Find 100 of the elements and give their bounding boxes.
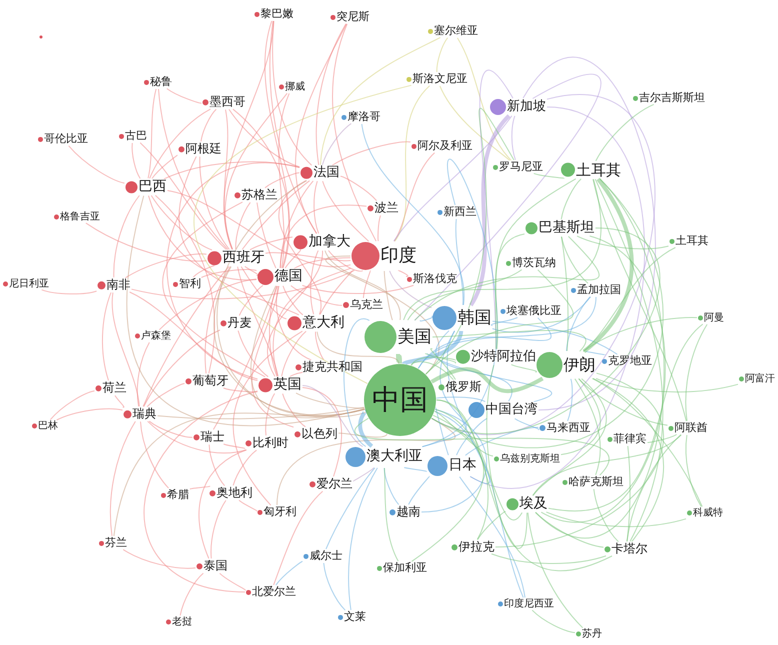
connection-line bbox=[332, 141, 411, 166]
country-label: 阿根廷 bbox=[186, 142, 222, 156]
connection-line bbox=[208, 444, 226, 486]
country-label: 哥伦比亚 bbox=[44, 132, 88, 146]
country-label: 以色列 bbox=[302, 427, 338, 441]
country-label: 吉尔吉斯斯坦 bbox=[639, 92, 705, 104]
connection-line bbox=[358, 410, 374, 448]
connection-line bbox=[296, 392, 365, 409]
connection-line bbox=[284, 249, 302, 269]
country-label: 德国 bbox=[274, 269, 302, 285]
connection-line bbox=[143, 330, 220, 407]
connection-line bbox=[407, 269, 522, 321]
connection-line bbox=[244, 266, 259, 276]
country-label: 中国台湾 bbox=[486, 402, 538, 418]
connection-line bbox=[273, 490, 324, 586]
connection-line bbox=[436, 400, 612, 571]
connection-line bbox=[302, 387, 342, 477]
country-label: 巴西 bbox=[138, 179, 166, 195]
connection-line bbox=[322, 123, 352, 166]
connection-line bbox=[533, 172, 564, 179]
country-label: 阿曼 bbox=[704, 312, 724, 324]
connection-line bbox=[114, 395, 124, 408]
connection-line bbox=[410, 361, 454, 380]
country-label: 加拿大 bbox=[308, 234, 350, 250]
connection-line bbox=[280, 180, 314, 268]
connection-line bbox=[199, 156, 230, 250]
country-label: 乌克兰 bbox=[350, 298, 383, 312]
connection-line bbox=[238, 500, 258, 512]
connection-line bbox=[242, 180, 310, 250]
country-label: 伊拉克 bbox=[458, 540, 494, 554]
connection-line bbox=[252, 286, 294, 428]
connection-line bbox=[136, 342, 150, 407]
connection-line bbox=[685, 434, 702, 508]
country-label: 澳大利亚 bbox=[366, 449, 422, 465]
connection-line bbox=[456, 418, 488, 456]
connection-line bbox=[132, 142, 141, 179]
connection-line bbox=[238, 330, 269, 378]
connection-line bbox=[420, 316, 434, 322]
connection-line bbox=[389, 270, 432, 308]
connection-line bbox=[593, 488, 619, 542]
connection-line bbox=[162, 202, 266, 378]
country-label: 土耳其 bbox=[576, 162, 621, 178]
connection-line bbox=[232, 108, 290, 268]
connection-line bbox=[534, 178, 664, 538]
connection-line bbox=[189, 486, 210, 490]
connection-line bbox=[511, 115, 516, 160]
connection-line bbox=[223, 444, 246, 450]
connection-line bbox=[326, 467, 376, 550]
connection-line bbox=[166, 162, 300, 380]
connection-line bbox=[269, 20, 318, 234]
connection-line bbox=[265, 252, 351, 262]
connection-line bbox=[344, 318, 370, 447]
connection-line bbox=[148, 88, 157, 179]
connection-line bbox=[50, 390, 95, 420]
connection-line bbox=[592, 378, 664, 542]
connection-line bbox=[495, 372, 664, 548]
country-label: 古巴 bbox=[125, 130, 147, 142]
connection-line bbox=[402, 330, 464, 366]
connection-line bbox=[522, 56, 656, 410]
connection-line bbox=[626, 434, 682, 542]
connection-line bbox=[278, 180, 322, 315]
connection-line bbox=[166, 88, 202, 104]
connection-line bbox=[224, 92, 288, 250]
connection-line bbox=[561, 236, 588, 284]
country-label: 葡萄牙 bbox=[192, 374, 228, 388]
connection-line bbox=[647, 434, 678, 443]
connection-line bbox=[210, 500, 226, 559]
connection-line bbox=[394, 85, 430, 242]
connection-line bbox=[150, 195, 212, 250]
connection-line bbox=[434, 408, 488, 540]
country-label: 阿联酋 bbox=[674, 422, 708, 434]
connection-line bbox=[324, 250, 401, 320]
connection-line bbox=[295, 23, 347, 234]
connection-line bbox=[272, 268, 352, 377]
connection-line bbox=[439, 86, 510, 161]
country-label: 巴林 bbox=[38, 420, 58, 432]
country-label: 阿富汗 bbox=[745, 374, 775, 384]
country-label: 马来西亚 bbox=[546, 422, 590, 434]
connection-line bbox=[527, 512, 584, 628]
connection-line bbox=[582, 247, 676, 352]
connection-line bbox=[198, 449, 248, 559]
connection-line bbox=[214, 266, 366, 416]
country-label: 英国 bbox=[274, 377, 302, 393]
connection-line bbox=[436, 37, 448, 72]
connection-line bbox=[282, 393, 306, 428]
connection-line bbox=[320, 37, 441, 166]
connection-line bbox=[240, 266, 287, 320]
connection-line bbox=[110, 420, 136, 536]
connection-line bbox=[85, 222, 207, 262]
connection-line bbox=[567, 378, 573, 422]
connection-line bbox=[532, 378, 607, 496]
connection-line bbox=[404, 467, 427, 472]
connection-line bbox=[320, 270, 354, 315]
country-label: 摩洛哥 bbox=[348, 110, 380, 124]
connection-line bbox=[626, 446, 631, 542]
connection-line bbox=[574, 378, 601, 476]
connection-line bbox=[332, 24, 377, 242]
connection-line bbox=[102, 292, 112, 381]
connection-line bbox=[149, 108, 211, 179]
connection-line bbox=[566, 296, 590, 352]
